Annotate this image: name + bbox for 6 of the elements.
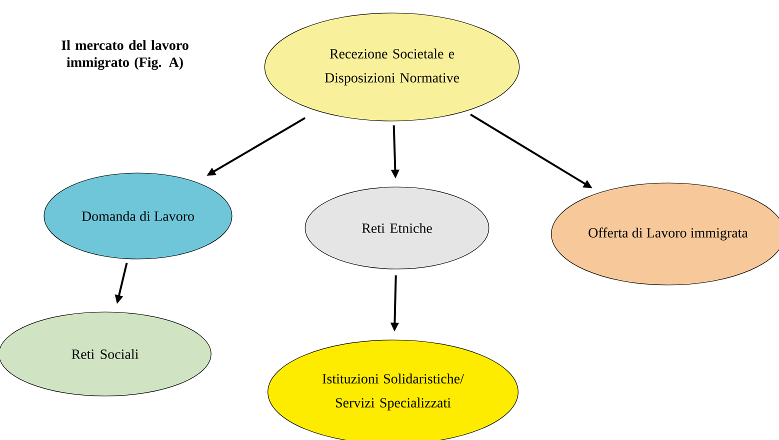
ellipse-node: Domanda di Lavoro	[44, 172, 232, 260]
ellipse-node: Istituzioni Solidaristiche/ Servizi Specializzati	[268, 340, 518, 440]
ellipse-node: Offerta di Lavoro immigrata	[551, 182, 779, 286]
ellipse-node: Reti Etniche	[304, 186, 490, 270]
title: Il mercato del lavoro immigrato (Fig. A)	[62, 40, 188, 70]
ellipse-node: Recezione Societale e Disposizioni Normative	[264, 12, 520, 122]
